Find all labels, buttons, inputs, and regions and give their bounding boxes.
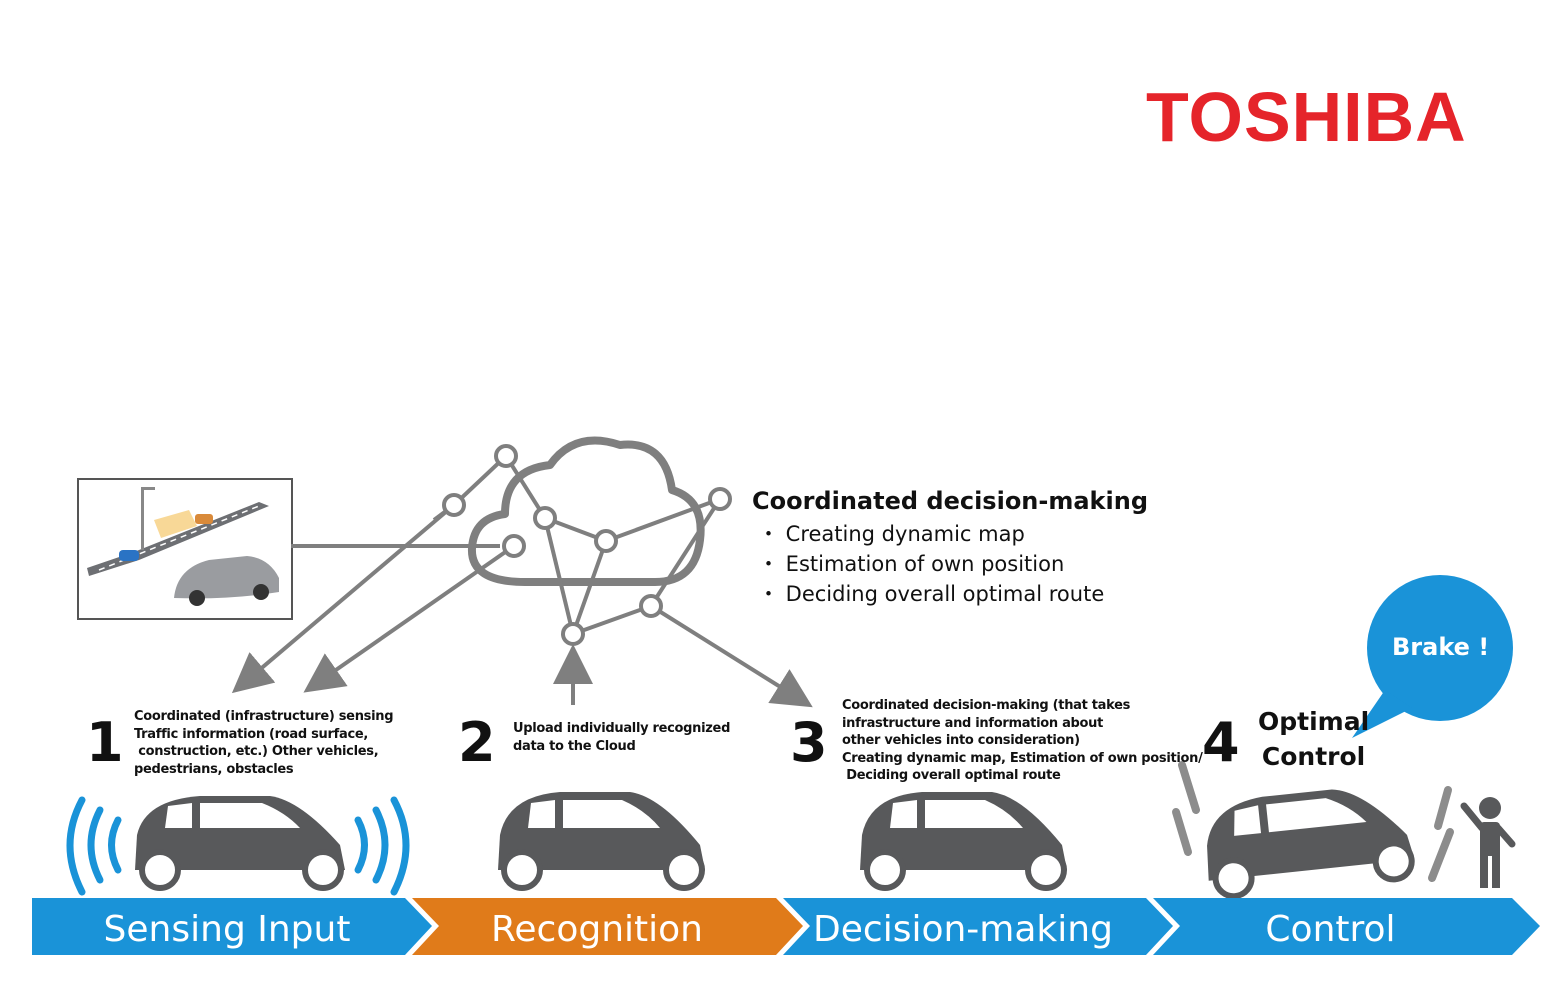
car-2-windows — [528, 800, 660, 828]
step-4-description: Optimal Control — [1258, 704, 1369, 774]
cloud-icon — [467, 436, 705, 586]
step-1-line: Coordinated (infrastructure) sensing — [134, 709, 394, 724]
cloud-item-own-position: ・ Estimation of own position — [758, 552, 1065, 576]
infrastructure-photo-inset — [77, 478, 293, 620]
step-4-line: Control — [1261, 742, 1366, 771]
cloud-item-optimal-route: ・ Deciding overall optimal route — [758, 582, 1105, 606]
arrow-to-step3 — [649, 604, 813, 708]
cloud-item-dynamic-map: ・ Creating dynamic map — [758, 522, 1025, 546]
step-3-line: infrastructure and information about — [842, 715, 1104, 731]
step-1-line: Traffic information (road surface, — [134, 726, 369, 742]
step-1-line: construction, etc.) Other vehicles, — [134, 744, 379, 759]
toshiba-logo: TOSHIBA — [1146, 78, 1467, 156]
step-1-line: pedestrians, obstacles — [134, 761, 294, 777]
stage-label-sensing-input: Sensing Input — [103, 909, 351, 950]
step-3-line: Deciding overall optimal route — [842, 768, 1061, 783]
stage-label-recognition: Recognition — [491, 909, 703, 950]
car-3-windows — [890, 800, 1023, 828]
step-4-number: 4 — [1202, 711, 1240, 774]
motion-lines-icon — [1172, 761, 1454, 882]
step-3-line: Coordinated decision-making (that takes — [842, 698, 1131, 713]
step-2-description: Upload individually recognized data to t… — [513, 720, 730, 755]
step-3-description: Coordinated decision-making (that takes … — [842, 697, 1203, 785]
cloud-title: Coordinated decision-making — [752, 487, 1149, 515]
step-4-line: Optimal — [1258, 707, 1370, 736]
step-3-line: Creating dynamic map, Estimation of own … — [842, 750, 1203, 766]
brake-speech-bubble — [1352, 575, 1513, 738]
network-nodes — [442, 444, 732, 646]
step-3-line: other vehicles into consideration) — [842, 733, 1080, 748]
arrow-to-step1-a — [231, 503, 456, 694]
step-1-number: 1 — [86, 711, 124, 774]
step-2-line: data to the Cloud — [513, 738, 636, 754]
step-3-number: 3 — [790, 711, 828, 774]
car-4-icon — [1207, 789, 1415, 900]
arrow-to-step1-b — [303, 544, 516, 693]
stage-label-decision-making: Decision-making — [813, 909, 1113, 950]
road-scene-illustration — [87, 487, 279, 606]
pedestrian-icon — [1460, 797, 1516, 888]
step-1-description: Coordinated (infrastructure) sensing Tra… — [134, 708, 394, 778]
step-2-line: Upload individually recognized — [513, 721, 731, 736]
car-1-windows — [165, 803, 300, 828]
brake-label: Brake ! — [1392, 633, 1490, 661]
stage-label-control: Control — [1265, 909, 1396, 950]
step-2-number: 2 — [458, 711, 496, 774]
stage-arrow-bar — [32, 898, 1540, 955]
sensing-waves-icon — [66, 796, 410, 896]
